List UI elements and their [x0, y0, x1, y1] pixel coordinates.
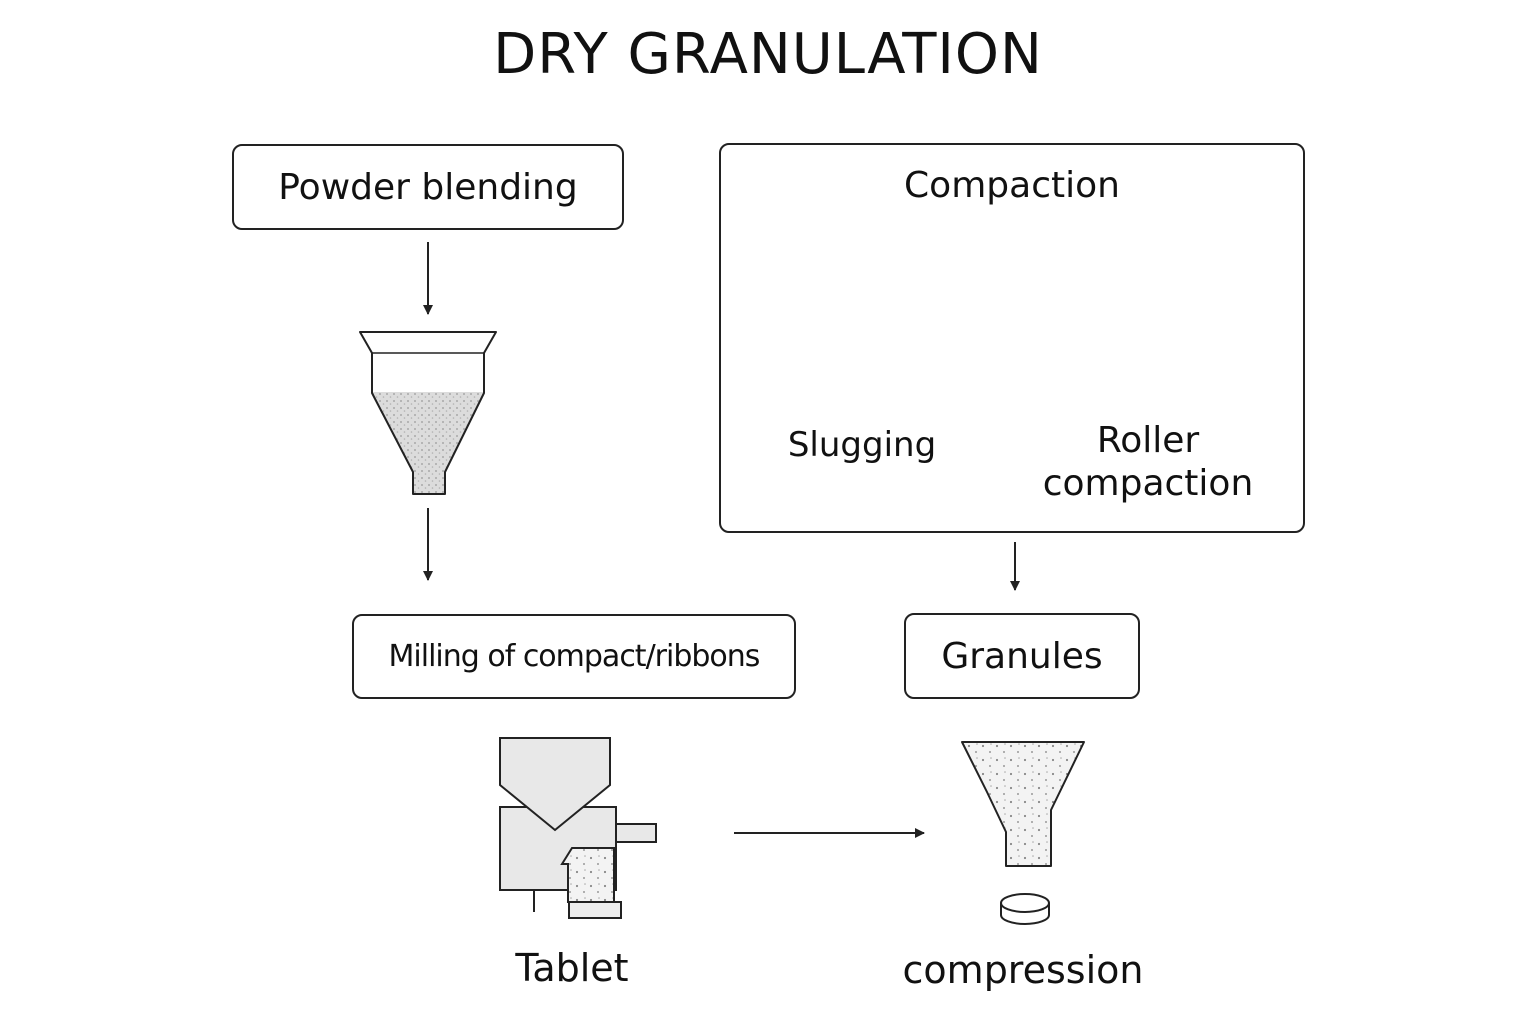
roller-compaction-label-line1: Roller [1096, 420, 1200, 461]
compaction-group-box: Compaction [719, 143, 1305, 533]
mill-machine-icon [499, 737, 657, 919]
compression-label: compression [902, 948, 1144, 992]
tablet-icon [1000, 893, 1050, 925]
granules-label: Granules [941, 635, 1103, 677]
roller-compaction-label-line2: compaction [1042, 463, 1254, 504]
powder-blending-box: Powder blending [232, 144, 624, 230]
powder-blending-label: Powder blending [278, 166, 578, 208]
milling-box: Milling of compact/ribbons [352, 614, 796, 699]
slugging-label: Slugging [787, 425, 937, 465]
milling-label: Milling of compact/ribbons [388, 639, 761, 674]
tablet-label: Tablet [515, 946, 629, 990]
granules-box: Granules [904, 613, 1140, 699]
diagram-title: DRY GRANULATION [493, 22, 1043, 87]
compaction-label: Compaction [904, 165, 1120, 206]
compression-hopper-icon [961, 741, 1085, 867]
hopper-icon [359, 331, 497, 495]
